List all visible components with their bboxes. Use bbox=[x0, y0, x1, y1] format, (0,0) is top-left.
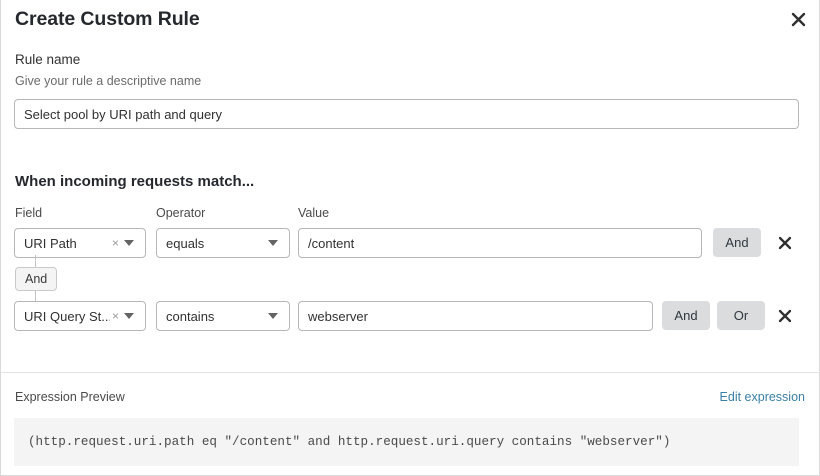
field-select-2-value: URI Query St... bbox=[24, 308, 110, 324]
operator-select-2-value: contains bbox=[166, 308, 215, 324]
and-button-row-2[interactable]: And bbox=[662, 301, 710, 330]
dialog-title: Create Custom Rule bbox=[15, 8, 200, 30]
close-icon[interactable] bbox=[784, 5, 812, 33]
chevron-down-icon bbox=[124, 240, 134, 246]
operator-select-2[interactable]: contains bbox=[156, 301, 290, 331]
rule-name-input[interactable] bbox=[14, 99, 799, 129]
chevron-down-icon bbox=[124, 313, 134, 319]
column-label-operator: Operator bbox=[156, 206, 206, 220]
rule-name-help-text: Give your rule a descriptive name bbox=[15, 74, 202, 88]
connector-and-badge[interactable]: And bbox=[15, 267, 58, 291]
clear-icon[interactable]: × bbox=[111, 236, 119, 250]
expression-preview-code: (http.request.uri.path eq "/content" and… bbox=[28, 435, 671, 449]
operator-select-1[interactable]: equals bbox=[156, 228, 290, 258]
clear-icon[interactable]: × bbox=[111, 309, 119, 323]
edit-expression-link[interactable]: Edit expression bbox=[719, 390, 805, 404]
condition-row: URI Path × equals And bbox=[1, 228, 820, 260]
condition-connector: And bbox=[1, 255, 121, 305]
chevron-down-icon bbox=[268, 313, 278, 319]
expression-preview-box: (http.request.uri.path eq "/content" and… bbox=[14, 418, 799, 466]
delete-condition-1-icon[interactable] bbox=[774, 232, 796, 254]
section-divider bbox=[1, 372, 820, 373]
column-label-value: Value bbox=[298, 206, 330, 220]
value-input-1[interactable] bbox=[298, 228, 702, 258]
field-select-1-value: URI Path bbox=[24, 235, 77, 251]
operator-select-1-value: equals bbox=[166, 235, 205, 251]
match-section-heading: When incoming requests match... bbox=[15, 173, 255, 190]
and-button-row-1[interactable]: And bbox=[713, 228, 761, 257]
column-label-field: Field bbox=[15, 206, 43, 220]
condition-row: URI Query St... × contains And Or bbox=[1, 301, 820, 333]
value-input-2[interactable] bbox=[298, 301, 653, 331]
or-button-row-2[interactable]: Or bbox=[717, 301, 765, 330]
chevron-down-icon bbox=[268, 240, 278, 246]
field-select-1[interactable]: URI Path × bbox=[14, 228, 146, 258]
delete-condition-2-icon[interactable] bbox=[774, 305, 796, 327]
field-select-2[interactable]: URI Query St... × bbox=[14, 301, 146, 331]
rule-name-label: Rule name bbox=[15, 52, 81, 67]
expression-preview-label: Expression Preview bbox=[15, 390, 125, 404]
